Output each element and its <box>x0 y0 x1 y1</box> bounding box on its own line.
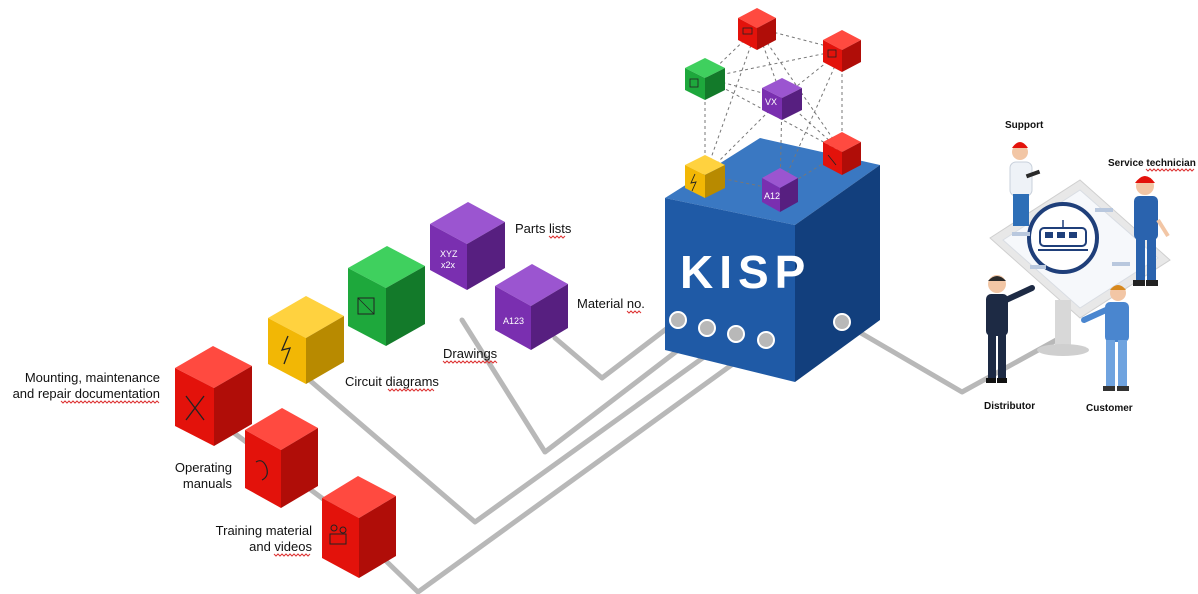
label-operating-line1: Operating <box>175 460 232 475</box>
cube-circuit-diagrams <box>268 296 344 384</box>
label-circuit-diagrams: Circuit diagrams <box>345 374 439 389</box>
person-customer <box>1081 285 1129 391</box>
label-training-line2: and videos <box>249 539 312 554</box>
network-cube-yellow <box>685 155 725 198</box>
cube-drawings <box>348 246 425 346</box>
cube-operating <box>245 408 318 508</box>
label-training-line1: Training material <box>216 523 312 538</box>
label-operating-line2: manuals <box>183 476 233 491</box>
network-cube-red-camera <box>738 8 776 50</box>
cube-parts-lists: XYZ x2x <box>430 202 505 290</box>
vx-text: VX <box>765 97 777 107</box>
a12-text: A12 <box>764 191 780 201</box>
wire-drawings <box>459 317 710 455</box>
network-cube-red-book <box>823 30 861 72</box>
network-cube-purple-a12: A12 <box>762 168 798 212</box>
network-cube-purple-vx: VX <box>762 78 802 120</box>
wire-circuit-diagrams <box>297 331 739 525</box>
label-customer: Customer <box>1086 403 1133 414</box>
users-scene: Support Service technician Distributor C… <box>984 120 1196 414</box>
wire-training <box>382 337 769 594</box>
network-cube-red-tools <box>823 132 861 175</box>
label-parts-lists: Parts lists <box>515 221 572 236</box>
kisp-cube-right <box>795 165 880 382</box>
wire-customers <box>839 319 1063 395</box>
label-material-no: Material no. <box>577 296 645 311</box>
person-service-technician <box>1133 176 1170 286</box>
port-2 <box>698 319 716 337</box>
wire-material-no <box>552 317 681 381</box>
network-cube-green <box>685 58 725 100</box>
data-network: VX A12 <box>685 8 861 212</box>
label-distributor: Distributor <box>984 401 1035 412</box>
cube-material-no: A123 <box>495 264 568 350</box>
label-mounting-line2: and repair documentation <box>13 386 160 401</box>
kisp-label: KISP <box>680 246 811 298</box>
person-distributor <box>986 275 1035 383</box>
material-cube-text: A123 <box>503 316 524 326</box>
label-service-technician: Service technician <box>1108 158 1196 169</box>
kiosk-display <box>989 179 1171 356</box>
parts-cube-text-2: x2x <box>441 260 456 270</box>
cube-training <box>322 476 396 578</box>
label-support: Support <box>1005 120 1044 131</box>
cube-mounting <box>175 346 252 446</box>
person-support <box>1009 142 1041 226</box>
port-1 <box>669 311 687 329</box>
parts-cube-text-1: XYZ <box>440 249 458 259</box>
label-drawings: Drawings <box>443 346 498 361</box>
label-mounting-line1: Mounting, maintenance <box>25 370 160 385</box>
port-3 <box>727 325 745 343</box>
port-out <box>833 313 851 331</box>
port-4 <box>757 331 775 349</box>
tram-icon <box>1038 220 1088 251</box>
